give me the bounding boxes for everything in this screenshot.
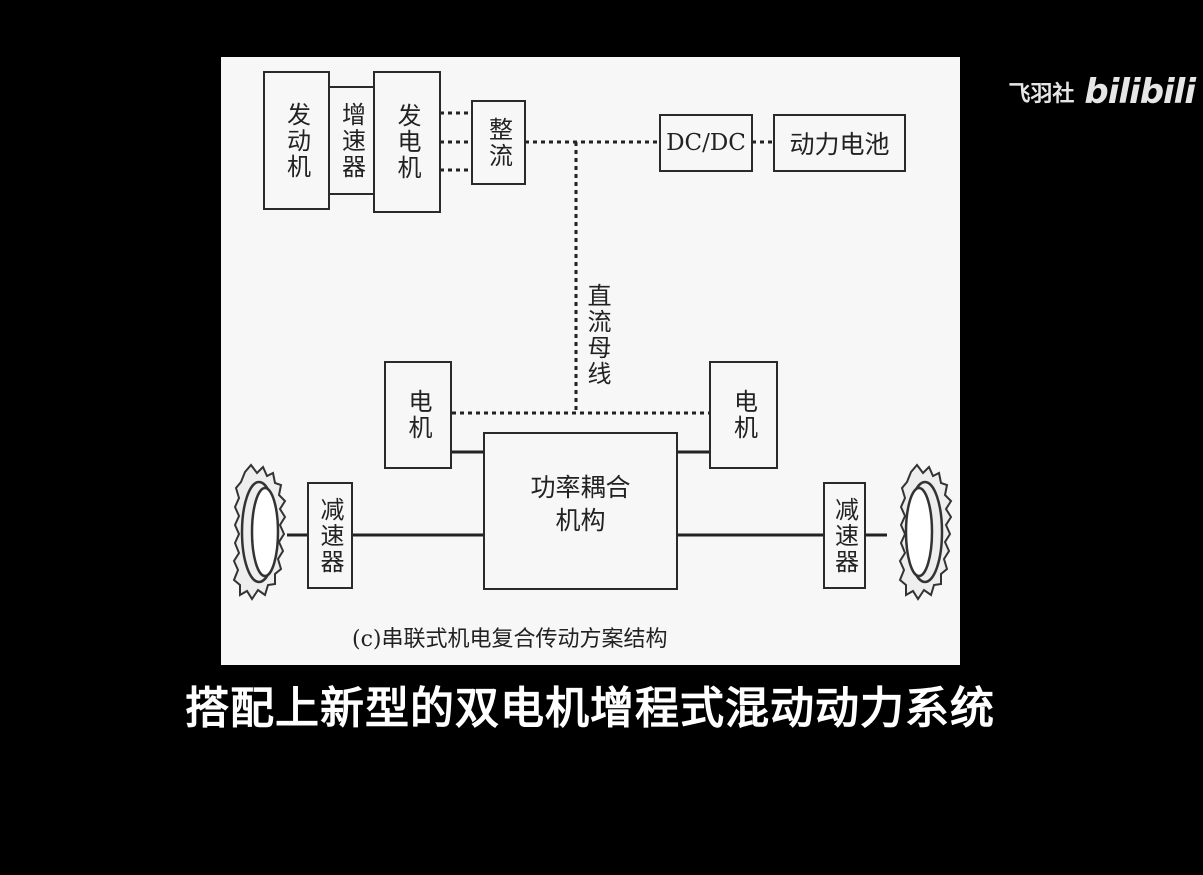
gearbox-up-label: 增速器: [337, 101, 366, 180]
rectifier-label: 整流: [484, 116, 513, 169]
left-wheel-icon: [232, 463, 287, 601]
watermark-channel: 飞羽社: [1008, 82, 1075, 107]
reducer-left-box: 减速器: [307, 482, 353, 589]
bilibili-logo-icon: bilibili: [1084, 72, 1196, 112]
motor-left-box: 电机: [384, 361, 452, 469]
reducer-left-label: 减速器: [316, 496, 344, 575]
battery-label: 动力电池: [789, 130, 890, 159]
battery-box: 动力电池: [773, 114, 906, 172]
rectifier-box: 整流: [471, 100, 526, 185]
power-coupling-label: 功率耦合 机构: [530, 473, 631, 535]
diagram-caption: (c)串联式机电复合传动方案结构: [352, 627, 668, 652]
motor-right-label: 电机: [729, 389, 758, 441]
motor-right-box: 电机: [709, 361, 778, 469]
generator-label: 发电机: [393, 103, 421, 181]
reducer-right-box: 减速器: [823, 482, 866, 589]
video-subtitle: 搭配上新型的双电机增程式混动动力系统: [185, 683, 995, 734]
dcdc-label: DC/DC: [666, 130, 746, 156]
watermark: 飞羽社 bilibili: [1008, 72, 1196, 112]
engine-label: 发动机: [282, 101, 311, 180]
right-wheel-icon: [898, 463, 953, 601]
connection-lines: [232, 111, 953, 601]
power-coupling-box: 功率耦合 机构: [483, 432, 678, 590]
diagram-panel: 发动机 增速器 发电机 整流 DC/DC 动力电池 直流母线 电机 电机 功率耦…: [221, 57, 960, 665]
reducer-right-label: 减速器: [830, 496, 859, 575]
gearbox-up-box: 增速器: [328, 86, 375, 195]
dcdc-box: DC/DC: [659, 114, 753, 172]
generator-box: 发电机: [373, 71, 441, 213]
engine-box: 发动机: [263, 71, 330, 210]
dc-bus-label: 直流母线: [583, 283, 611, 387]
motor-left-label: 电机: [404, 389, 432, 441]
